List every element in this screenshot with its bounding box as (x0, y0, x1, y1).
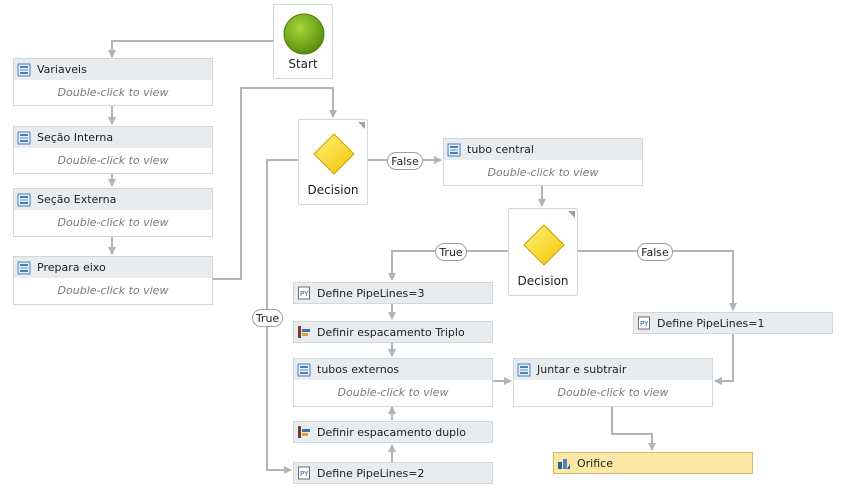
activity-define-pipelines-1[interactable]: PY Define PipeLines=1 (633, 312, 833, 334)
activity-prepara-eixo[interactable]: Prepara eixo Double-click to view (13, 256, 213, 305)
assign-icon: PY (638, 316, 650, 330)
activity-juntar-e-subtrair[interactable]: Juntar e subtrair Double-click to view (513, 358, 713, 407)
decision-label: Decision (517, 274, 569, 288)
activity-label: Juntar e subtrair (537, 363, 627, 376)
branch-label-false: False (637, 243, 673, 261)
activity-label: Seção Interna (37, 131, 114, 144)
orifice-activity-icon (558, 459, 570, 469)
double-click-hint: Double-click to view (487, 166, 599, 179)
activity-label: Prepara eixo (37, 261, 106, 274)
activity-label: Define PipeLines=2 (317, 466, 425, 480)
sequence-icon (517, 363, 531, 376)
activity-label: Define PipeLines=3 (317, 286, 425, 300)
double-click-hint: Double-click to view (57, 284, 169, 297)
connector-start-variaveis (108, 40, 273, 58)
invoke-method-icon (298, 326, 310, 338)
activity-tubos-externos[interactable]: tubos externos Double-click to view (293, 358, 493, 407)
activity-label: Orifice (577, 456, 613, 470)
activity-variaveis[interactable]: Variaveis Double-click to view (13, 58, 213, 106)
activity-define-pipelines-3[interactable]: PY Define PipeLines=3 (293, 282, 493, 304)
activity-definir-espacamento-duplo[interactable]: Definir espacamento duplo (293, 421, 493, 443)
start-icon (283, 13, 325, 55)
svg-text:PY: PY (300, 470, 309, 478)
activity-label: Define PipeLines=1 (657, 316, 765, 330)
sequence-icon (17, 193, 31, 206)
branch-label-false: False (387, 152, 423, 170)
branch-label-true: True (435, 243, 467, 261)
activity-secao-interna[interactable]: Seção Interna Double-click to view (13, 126, 213, 174)
activity-secao-externa[interactable]: Seção Externa Double-click to view (13, 188, 213, 237)
start-node[interactable]: Start (273, 4, 333, 79)
activity-tubo-central[interactable]: tubo central Double-click to view (443, 138, 643, 186)
activity-orifice[interactable]: Orifice (553, 452, 753, 474)
double-click-hint: Double-click to view (57, 216, 169, 229)
assign-icon: PY (298, 466, 310, 480)
activity-label: Definir espacamento duplo (317, 425, 466, 439)
sequence-icon (17, 131, 31, 144)
activity-label: Definir espacamento Triplo (317, 325, 465, 339)
double-click-hint: Double-click to view (557, 386, 669, 399)
double-click-hint: Double-click to view (57, 86, 169, 99)
activity-label: tubos externos (317, 363, 400, 376)
connector-pipelines1-juntar (714, 333, 734, 385)
decision-node-1[interactable]: Decision (298, 119, 368, 205)
activity-label: tubo central (467, 143, 534, 156)
assign-icon: PY (298, 286, 310, 300)
decision-node-2[interactable]: Decision (508, 208, 578, 296)
double-click-hint: Double-click to view (57, 154, 169, 167)
branch-label-true: True (252, 309, 283, 327)
start-label: Start (288, 57, 318, 71)
sequence-icon (447, 143, 461, 156)
connector-prepara-eixo-decision (213, 87, 337, 280)
expand-corner-icon (358, 122, 365, 129)
invoke-method-icon (298, 426, 310, 438)
svg-text:PY: PY (300, 290, 309, 298)
activity-label: Variaveis (37, 63, 87, 76)
connector-decision2-true (388, 250, 508, 281)
expand-corner-icon (568, 211, 575, 218)
activity-definir-espacamento-triplo[interactable]: Definir espacamento Triplo (293, 321, 493, 343)
connector-decision2-false (578, 250, 737, 311)
sequence-icon (17, 63, 31, 76)
double-click-hint: Double-click to view (337, 386, 449, 399)
connector-juntar-orifice (611, 407, 656, 451)
sequence-icon (17, 261, 31, 274)
svg-text:PY: PY (640, 320, 649, 328)
sequence-icon (297, 363, 311, 376)
activity-define-pipelines-2[interactable]: PY Define PipeLines=2 (293, 462, 493, 484)
activity-label: Seção Externa (37, 193, 117, 206)
decision-label: Decision (307, 183, 359, 197)
decision-icon (313, 133, 355, 175)
decision-icon (523, 224, 565, 266)
